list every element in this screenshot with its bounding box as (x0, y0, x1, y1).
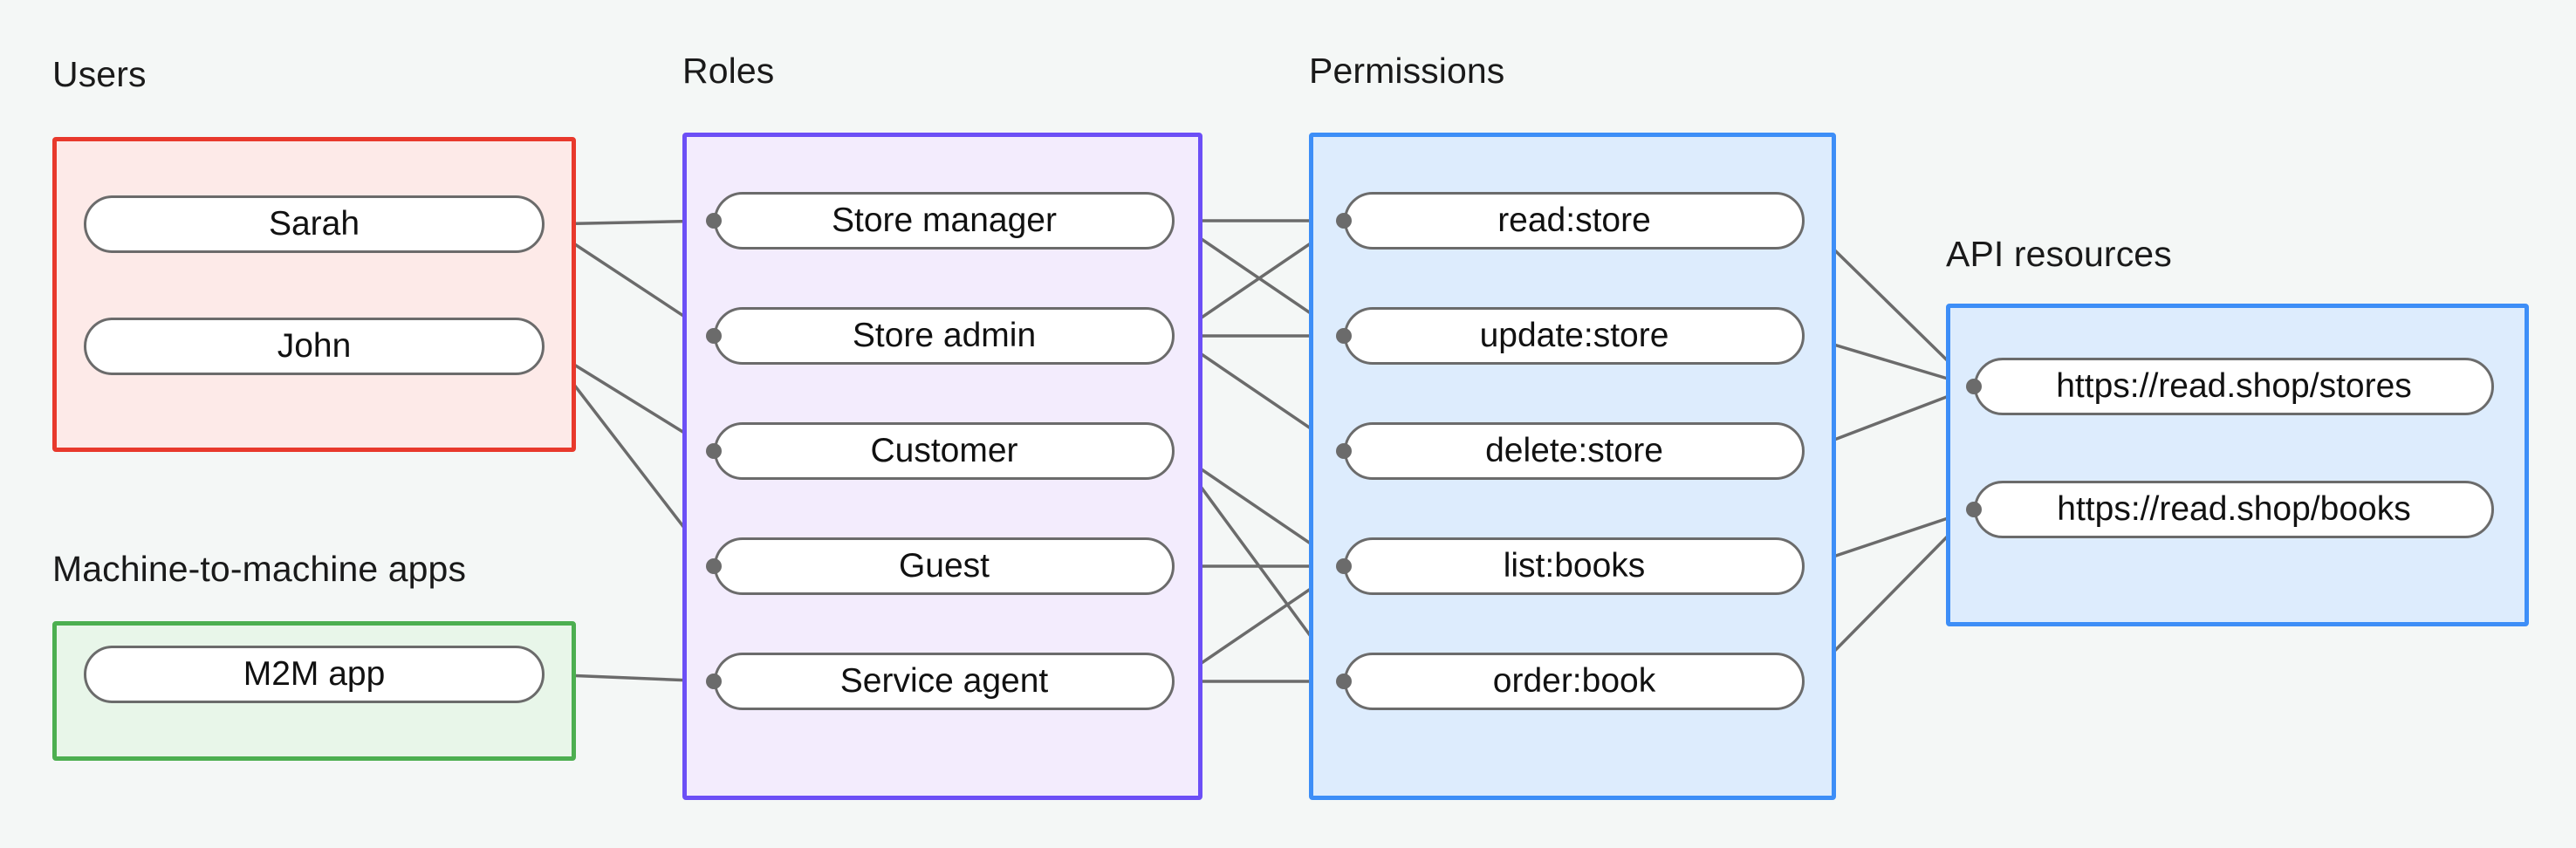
node-list-books[interactable]: list:books (1344, 537, 1805, 595)
connection-port-stores-url (1966, 379, 1982, 394)
connection-port-store-manager (706, 213, 722, 229)
node-sarah[interactable]: Sarah (84, 195, 545, 253)
node-customer[interactable]: Customer (714, 422, 1175, 480)
connection-port-customer (706, 443, 722, 459)
connection-port-read-store (1336, 213, 1352, 229)
connection-port-books-url (1966, 502, 1982, 517)
group-title-m2m: Machine-to-machine apps (52, 549, 467, 589)
connection-port-guest (706, 558, 722, 574)
node-john[interactable]: John (84, 318, 545, 375)
connection-port-order-book (1336, 674, 1352, 689)
node-books-url[interactable]: https://read.shop/books (1974, 481, 2494, 538)
node-store-manager[interactable]: Store manager (714, 192, 1175, 250)
connection-port-service-agent (706, 674, 722, 689)
connection-port-list-books (1336, 558, 1352, 574)
node-m2mapp[interactable]: M2M app (84, 646, 545, 703)
group-box-users (52, 137, 576, 452)
group-title-users: Users (52, 54, 147, 94)
group-title-api-resources: API resources (1946, 234, 2172, 274)
group-box-api-resources (1946, 304, 2529, 626)
connection-port-delete-store (1336, 443, 1352, 459)
node-stores-url[interactable]: https://read.shop/stores (1974, 358, 2494, 415)
node-order-book[interactable]: order:book (1344, 653, 1805, 710)
connection-port-update-store (1336, 328, 1352, 344)
group-title-roles: Roles (682, 51, 775, 91)
group-title-permissions: Permissions (1309, 51, 1505, 91)
node-update-store[interactable]: update:store (1344, 307, 1805, 365)
node-store-admin[interactable]: Store admin (714, 307, 1175, 365)
node-read-store[interactable]: read:store (1344, 192, 1805, 250)
node-guest[interactable]: Guest (714, 537, 1175, 595)
node-service-agent[interactable]: Service agent (714, 653, 1175, 710)
connection-port-store-admin (706, 328, 722, 344)
node-delete-store[interactable]: delete:store (1344, 422, 1805, 480)
